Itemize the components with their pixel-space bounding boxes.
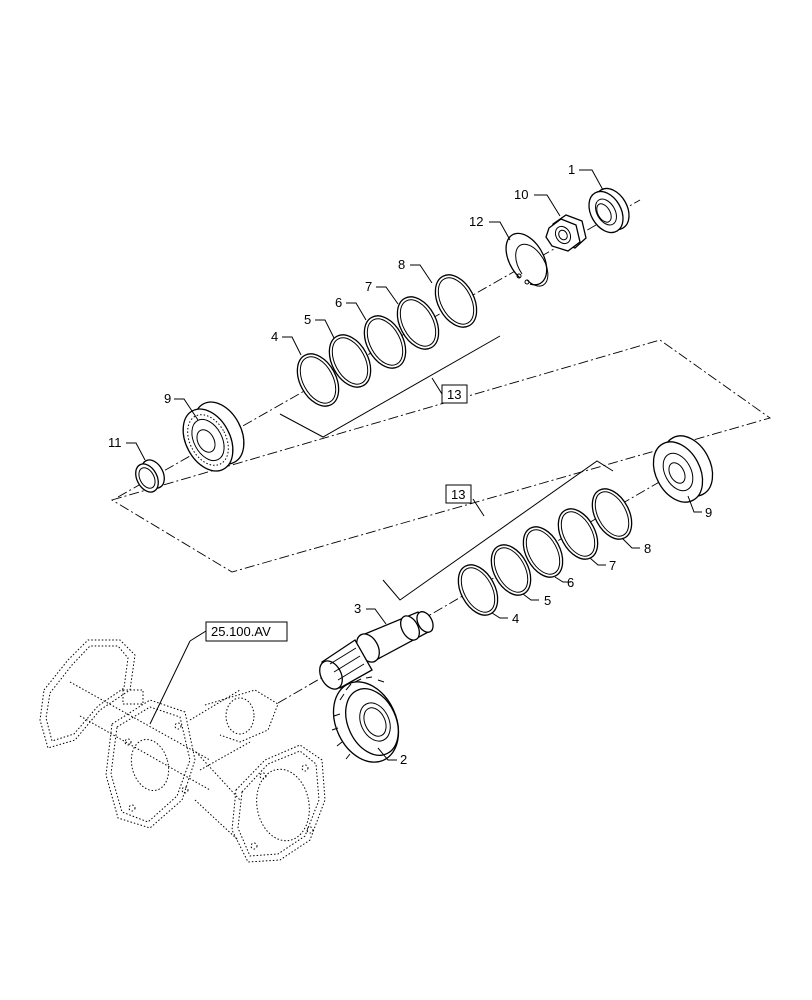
shim-part-5-lower[interactable]: [483, 538, 538, 602]
bracket-13-lower: [382, 460, 614, 601]
shim-part-4-upper[interactable]: [289, 347, 347, 413]
shim-part-7-upper[interactable]: [389, 290, 447, 356]
callout-8-top: 8: [398, 257, 405, 272]
callout-13-top: 13: [447, 387, 461, 402]
callout-12: 12: [469, 214, 483, 229]
callout-8-bottom: 8: [644, 541, 651, 556]
box-13-lower: [445, 484, 472, 504]
leader-1: [579, 169, 604, 191]
callout-1: 1: [568, 162, 575, 177]
leader-10: [534, 194, 561, 217]
snap-ring-part-12[interactable]: [505, 232, 549, 287]
box-13-upper: [441, 384, 468, 404]
leader-9-lower: [687, 495, 702, 513]
leader-8-lower: [621, 537, 640, 549]
shim-part-6-lower[interactable]: [515, 520, 570, 584]
callout-5-bottom: 5: [544, 593, 551, 608]
leader-12: [489, 221, 511, 241]
nut-part-10[interactable]: [545, 214, 587, 252]
leader-8-upper: [410, 264, 433, 284]
shim-part-4-lower[interactable]: [450, 558, 505, 622]
leader-3: [366, 608, 387, 625]
callout-2: 2: [400, 752, 407, 767]
leader-2: [377, 747, 397, 761]
axle-housing-reference: [39, 639, 326, 863]
bearing-part-9-upper[interactable]: [173, 394, 254, 480]
callout-9-bottom: 9: [705, 505, 712, 520]
pinion-shaft-part-3[interactable]: [315, 609, 436, 693]
shim-part-8-upper[interactable]: [427, 268, 485, 334]
leader-13-lower: [472, 498, 485, 517]
leader-7-upper: [376, 286, 399, 305]
leader-7-lower: [589, 557, 606, 566]
leader-5-lower: [522, 593, 539, 601]
callout-6-top: 6: [335, 295, 342, 310]
leader-6-lower: [554, 576, 571, 583]
bearing-part-9-lower[interactable]: [644, 427, 723, 510]
callout-6-bottom: 6: [567, 575, 574, 590]
leader-13-upper: [431, 377, 443, 395]
leader-5-upper: [315, 319, 335, 339]
callout-4-bottom: 4: [512, 611, 519, 626]
leader-4-upper: [282, 336, 302, 356]
shim-part-5-upper[interactable]: [321, 328, 379, 394]
shim-part-7-lower[interactable]: [550, 502, 605, 566]
callout-13-bottom: 13: [451, 487, 465, 502]
callout-7-top: 7: [365, 279, 372, 294]
callout-10: 10: [514, 187, 528, 202]
bushing-part-11[interactable]: [131, 456, 169, 496]
callout-4-top: 4: [271, 329, 278, 344]
upper-centerline: [117, 199, 641, 498]
callout-7-bottom: 7: [609, 558, 616, 573]
reference-label: 25.100.AV: [211, 624, 271, 639]
seal-part-1[interactable]: [582, 182, 636, 238]
leader-6-upper: [346, 302, 367, 321]
bevel-gear-part-2[interactable]: [321, 671, 411, 772]
leader-11: [126, 442, 146, 461]
callout-5-top: 5: [304, 312, 311, 327]
leader-9-upper: [174, 398, 199, 421]
subassembly-boundary: [110, 339, 772, 573]
callout-11: 11: [108, 435, 122, 450]
bracket-13-upper: [279, 335, 501, 438]
shim-part-8-lower[interactable]: [584, 482, 639, 546]
shim-part-6-upper[interactable]: [356, 309, 414, 375]
reference-leader: [149, 640, 191, 725]
leader-4-lower: [491, 612, 508, 619]
callout-3: 3: [354, 601, 361, 616]
callout-9-top: 9: [164, 391, 171, 406]
